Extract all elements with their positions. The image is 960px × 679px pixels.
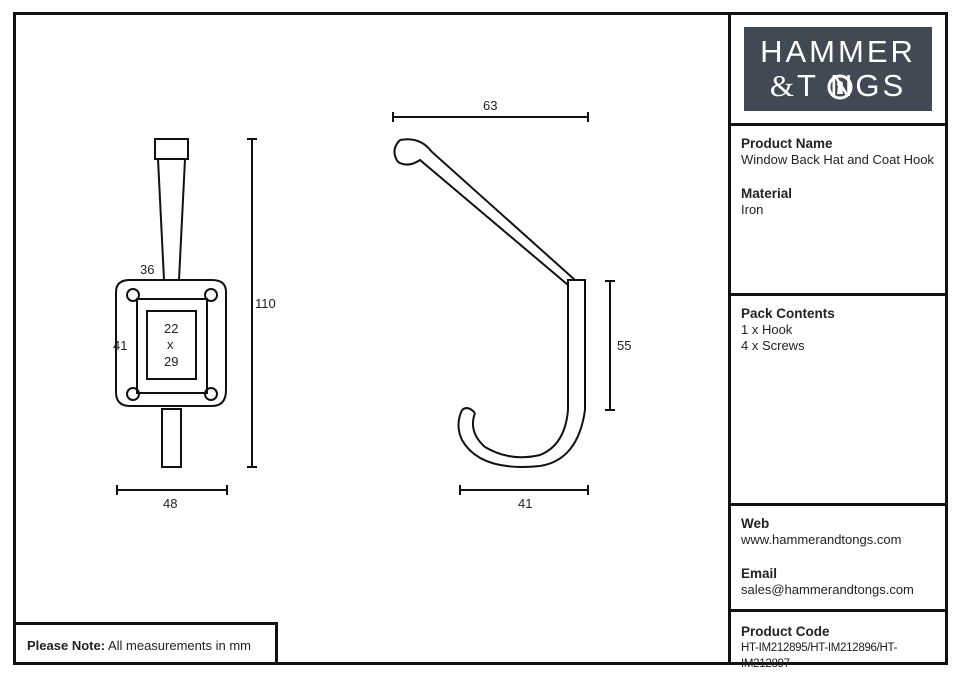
dim-label-side-top: 63 (483, 98, 497, 113)
logo-line-1: HAMMER (760, 34, 916, 69)
logo-ampersand: & (769, 68, 797, 103)
product-name-heading: Product Name (741, 136, 833, 151)
panel-divider (728, 12, 731, 665)
web-link[interactable]: www.hammerandtongs.com (741, 532, 902, 547)
code-panel: Product Code HT-IM212895/HT-IM212896/HT-… (731, 609, 948, 670)
screw-hole-icon (204, 387, 218, 401)
web-heading: Web (741, 516, 770, 531)
email-heading: Email (741, 566, 778, 581)
material-value: Iron (741, 202, 764, 217)
front-hook-tip (154, 138, 189, 160)
dim-label-inner-2: x (167, 337, 174, 352)
keyhole-icon (827, 74, 853, 100)
front-plate-inset (136, 298, 208, 394)
pack-panel: Pack Contents 1 x Hook 4 x Screws (731, 293, 948, 505)
dim-label-front-height: 110 (255, 296, 276, 311)
screw-hole-icon (126, 387, 140, 401)
contact-panel: Web www.hammerandtongs.com Email sales@h… (731, 503, 948, 611)
pack-heading: Pack Contents (741, 306, 835, 321)
side-hook-upper-edge (399, 138, 576, 281)
brand-logo: HAMMER &T NGS (744, 27, 932, 111)
note-text: All measurements in mm (107, 638, 251, 653)
front-hook-lower (161, 408, 182, 468)
front-back-plate (115, 279, 227, 407)
product-code-value: HT-IM212895/HT-IM212896/HT-IM212897 (741, 642, 898, 670)
dim-label-side-right: 55 (617, 338, 631, 353)
product-name-value: Window Back Hat and Coat Hook (741, 152, 934, 167)
dim-label-plate-top: 36 (140, 262, 154, 277)
product-code-heading: Product Code (741, 624, 830, 639)
screw-hole-icon (204, 288, 218, 302)
pack-item: 4 x Screws (741, 338, 805, 353)
material-heading: Material (741, 186, 793, 201)
side-hook-outline (393, 139, 586, 468)
dim-label-inner-1: 22 (164, 321, 178, 336)
dim-label-inner-3: 29 (164, 354, 178, 369)
dim-label-front-width: 48 (163, 496, 177, 511)
measurement-note: Please Note: All measurements in mm (13, 622, 278, 665)
pack-item: 1 x Hook (741, 322, 793, 337)
screw-hole-icon (126, 288, 140, 302)
note-label: Please Note: (27, 638, 106, 653)
email-link[interactable]: sales@hammerandtongs.com (741, 582, 914, 597)
front-hook-shaft (157, 158, 186, 281)
drawing-frame (13, 12, 948, 665)
product-panel: Product Name Window Back Hat and Coat Ho… (731, 123, 948, 294)
dim-label-side-bottom: 41 (518, 496, 532, 511)
front-plate-opening (146, 310, 197, 380)
dim-label-plate-side: 41 (113, 338, 127, 353)
